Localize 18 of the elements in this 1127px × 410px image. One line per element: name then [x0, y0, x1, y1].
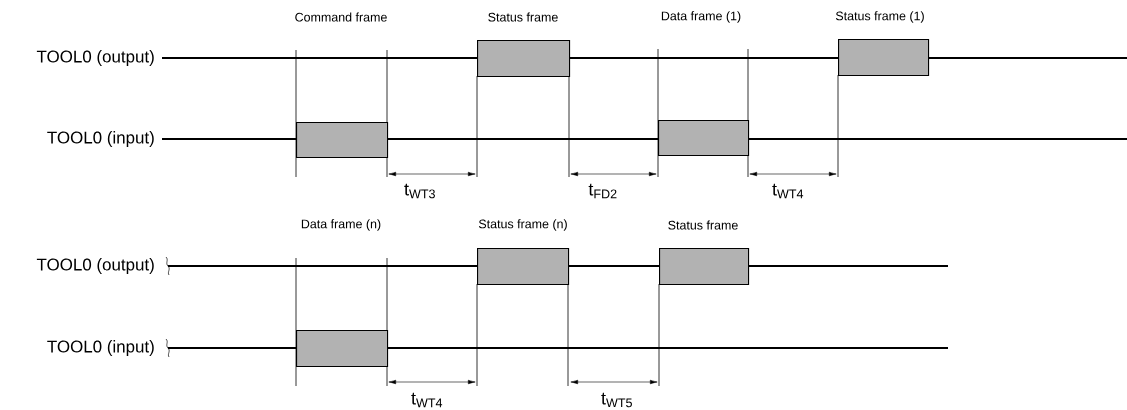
- timing-label: t$_{WT4}$: [772, 183, 804, 199]
- frame-box: [477, 248, 570, 286]
- signal-name: TOOL0 (input): [47, 340, 154, 356]
- frame-label: Data frame (n): [301, 219, 381, 231]
- signal-name: TOOL0 (input): [47, 131, 154, 147]
- frame-box: [659, 248, 750, 286]
- timing-label: t$_{WT3}$: [404, 183, 435, 199]
- timing-label: t$_{FD2}$: [588, 183, 617, 199]
- frame-box: [296, 122, 389, 159]
- timing-label: t$_{WT5}$: [601, 392, 632, 408]
- frame-label: Data frame (1): [661, 11, 741, 23]
- frame-box: [658, 120, 750, 157]
- frame-box: [296, 330, 389, 368]
- frame-box: [477, 40, 571, 78]
- frame-label: Command frame: [295, 12, 387, 22]
- frame-box: [838, 39, 930, 77]
- signal-name: TOOL0 (output): [36, 258, 154, 274]
- signal-name: TOOL0 (output): [36, 50, 154, 66]
